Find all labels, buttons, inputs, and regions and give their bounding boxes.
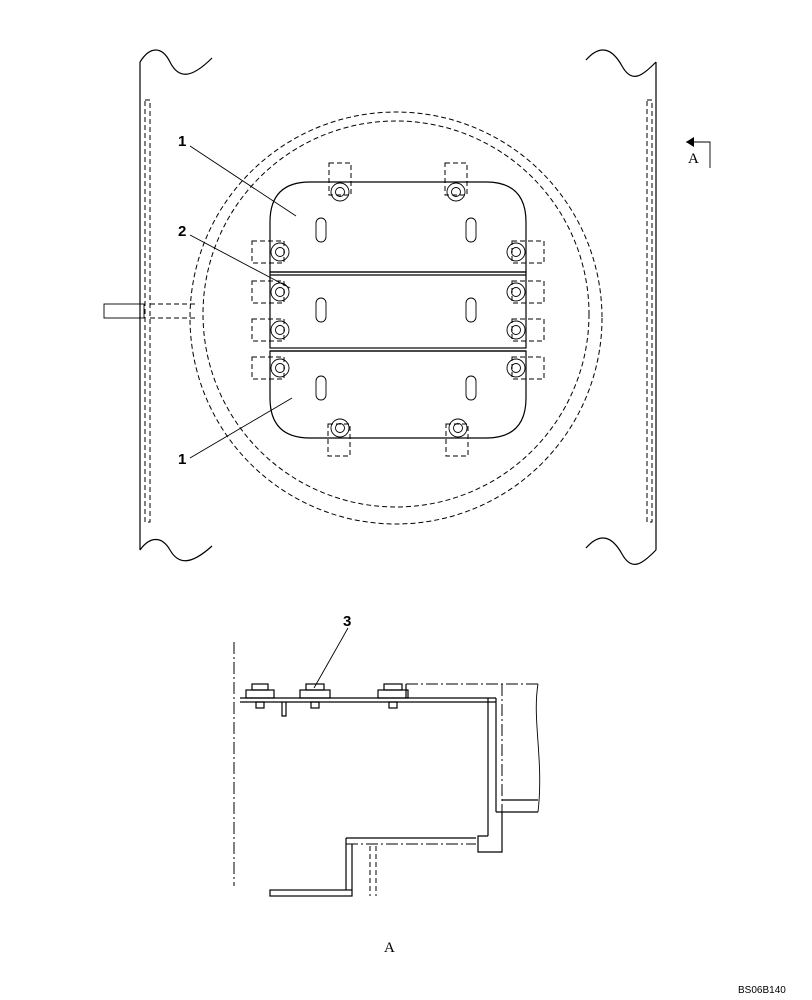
plate-seam <box>281 702 287 717</box>
bolt <box>446 182 466 202</box>
bolt <box>448 418 468 438</box>
cover-plate-top <box>269 181 527 273</box>
section-bolt <box>377 683 409 709</box>
bolt <box>270 242 290 262</box>
top-view: 1 2 1 A <box>103 49 711 565</box>
section-bolt <box>299 683 331 709</box>
section-marker-label: A <box>688 151 699 167</box>
callout-item1-bottom: 1 <box>178 451 186 468</box>
section-view-marker: A <box>686 137 711 168</box>
section-bolt <box>245 683 275 709</box>
right-frame-rail <box>585 49 657 565</box>
bolt <box>506 242 526 262</box>
callout-item3: 3 <box>343 613 351 630</box>
leader-line-item1-top <box>189 145 297 217</box>
frame-member <box>477 683 541 853</box>
bolt <box>330 418 350 438</box>
side-tab <box>103 303 196 319</box>
leader-line-item3 <box>313 627 349 689</box>
bolt <box>330 182 350 202</box>
bolt <box>506 358 526 378</box>
bolt <box>270 320 290 340</box>
view-label: A <box>384 940 395 956</box>
opening-inner-circle <box>202 120 590 508</box>
leader-line-item1-bottom <box>189 397 293 459</box>
bolt <box>506 320 526 340</box>
callout-item2: 2 <box>178 223 186 240</box>
mounting-brackets <box>251 162 545 457</box>
section-view-a: 3 <box>233 613 541 897</box>
opening-outer-circle <box>189 111 603 525</box>
plate-slots <box>315 217 477 401</box>
lower-bracket <box>269 837 476 897</box>
left-frame-rail <box>139 49 213 562</box>
leader-line-item2 <box>189 234 291 289</box>
bolt <box>270 358 290 378</box>
bolts <box>270 182 526 438</box>
callout-item1-top: 1 <box>178 133 186 150</box>
drawing-code: BS06B140 <box>738 985 786 996</box>
section-plates <box>240 683 538 703</box>
bolt <box>506 282 526 302</box>
cover-plate-middle <box>269 271 527 349</box>
cover-plate-bottom <box>269 350 527 439</box>
